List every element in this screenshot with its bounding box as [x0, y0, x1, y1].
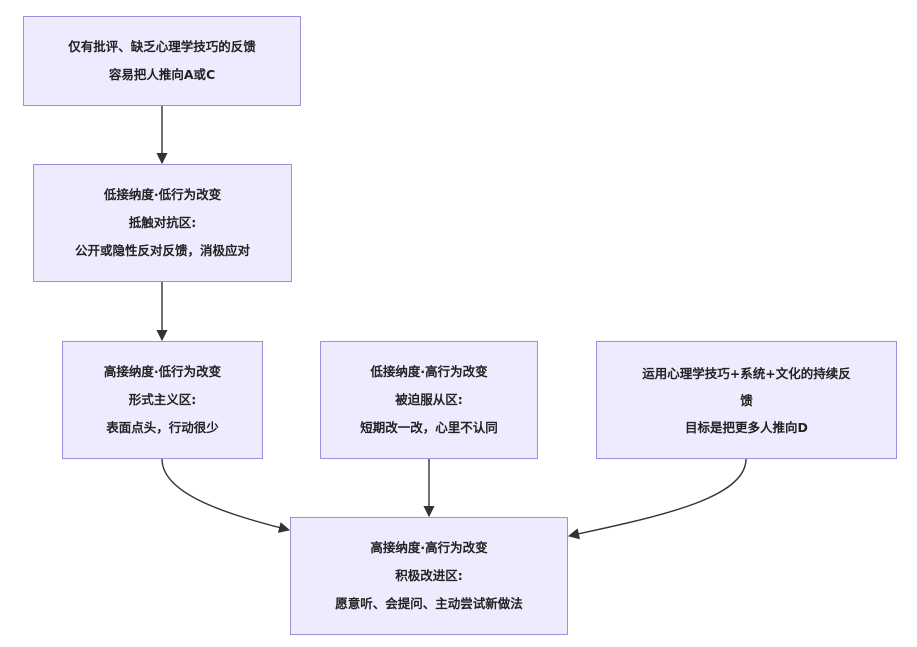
node-forced-compliance-zone: 低接纳度·高行为改变 被迫服从区: 短期改一改，心里不认同	[320, 341, 538, 459]
node-line: 表面点头，行动很少	[106, 420, 219, 435]
node-line: 短期改一改，心里不认同	[360, 420, 498, 435]
node-line: 高接纳度·低行为改变	[103, 364, 222, 379]
node-line: 愿意听、会提问、主动尝试新做法	[335, 596, 523, 611]
node-active-improvement-zone: 高接纳度·高行为改变 积极改进区: 愿意听、会提问、主动尝试新做法	[290, 517, 568, 635]
node-line: 目标是把更多人推向D	[685, 419, 808, 435]
node-line: 运用心理学技巧+系统+文化的持续反	[642, 365, 851, 381]
node-line: 馈	[740, 392, 753, 408]
node-criticism-only-feedback: 仅有批评、缺乏心理学技巧的反馈 容易把人推向A或C	[23, 16, 301, 106]
node-line: 抵触对抗区:	[128, 215, 197, 230]
node-line: 低接纳度·高行为改变	[370, 364, 488, 379]
node-line: 积极改进区:	[395, 568, 463, 583]
node-resistance-zone: 低接纳度·低行为改变 抵触对抗区: 公开或隐性反对反馈，消极应对	[33, 164, 292, 282]
node-line: 低接纳度·低行为改变	[103, 187, 222, 202]
node-line: 容易把人推向A或C	[108, 67, 216, 82]
node-formalism-zone: 高接纳度·低行为改变 形式主义区: 表面点头，行动很少	[62, 341, 263, 459]
node-line: 形式主义区:	[128, 392, 197, 407]
edge-n5-n6	[567, 458, 747, 540]
node-line: 仅有批评、缺乏心理学技巧的反馈	[68, 39, 256, 54]
edge-n3-n6	[161, 458, 291, 533]
node-line: 高接纳度·高行为改变	[370, 540, 488, 555]
node-line: 公开或隐性反对反馈，消极应对	[74, 243, 250, 258]
node-line: 被迫服从区:	[395, 392, 463, 407]
node-psychology-feedback-approach: 运用心理学技巧+系统+文化的持续反 馈 目标是把更多人推向D	[596, 341, 897, 459]
